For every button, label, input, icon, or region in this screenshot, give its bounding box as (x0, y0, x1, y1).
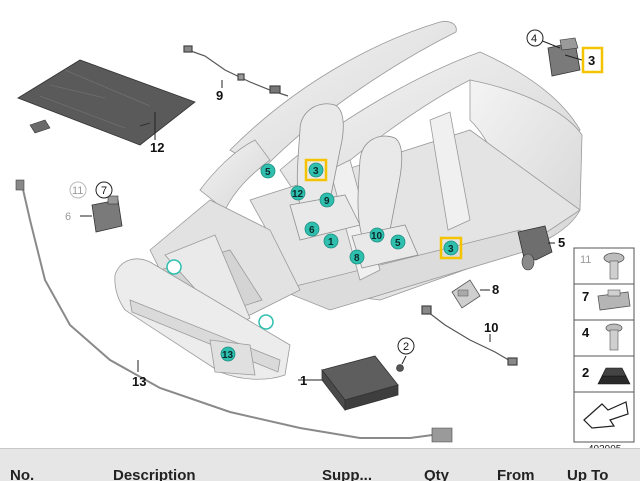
col-up-to[interactable]: Up To (567, 467, 609, 481)
svg-text:13: 13 (222, 350, 234, 361)
legend-4: 4 (582, 325, 590, 340)
part-control-unit-1 (321, 355, 404, 412)
svg-text:10: 10 (371, 231, 383, 242)
callout-3-highlight: 3 (581, 46, 604, 74)
label-9: 9 (216, 88, 223, 103)
marker-empty-a (166, 259, 182, 275)
svg-text:1: 1 (328, 237, 334, 248)
part-wiring-10 (421, 305, 518, 366)
screw-icon-11 (603, 252, 625, 280)
callout-11-circle: 11 (69, 181, 87, 199)
col-supplement[interactable]: Supp... (322, 467, 372, 481)
callout-4-circle: 4 (526, 29, 544, 47)
bolt-icon-4 (605, 323, 623, 351)
part-seat-occupancy-mat (17, 59, 196, 146)
label-12: 12 (150, 140, 164, 155)
label-13: 13 (132, 374, 146, 389)
col-description[interactable]: Description (113, 467, 196, 481)
marker-9: 9 (319, 192, 335, 208)
svg-text:5: 5 (265, 167, 271, 178)
parts-table-header: No. Description Supp... Qty From Up To (0, 448, 640, 481)
marker-8: 8 (349, 249, 365, 265)
label-8: 8 (492, 282, 499, 297)
svg-text:3: 3 (448, 244, 454, 255)
parts-diagram: 12 9 4 3 11 7 6 5 8 10 1 2 13 5 3 12 (15, 21, 635, 448)
svg-text:6: 6 (309, 225, 315, 236)
car-body-shell (149, 21, 583, 329)
part-bracket-8 (451, 279, 481, 309)
svg-text:3: 3 (313, 166, 319, 177)
label-6: 6 (65, 211, 71, 223)
marker-12: 12 (290, 185, 306, 201)
clip-nut-icon-7 (597, 289, 631, 311)
label-2: 2 (403, 341, 409, 353)
col-from[interactable]: From (497, 467, 535, 481)
marker-6: 6 (304, 221, 320, 237)
callout-7-circle: 7 (95, 181, 113, 199)
direction-arrow-icon (583, 401, 629, 429)
col-qty[interactable]: Qty (424, 467, 450, 481)
marker-13: 13 (220, 346, 236, 362)
marker-1: 1 (323, 233, 339, 249)
reference-number: 403905 (588, 444, 622, 448)
svg-text:8: 8 (354, 253, 360, 264)
label-4: 4 (531, 33, 537, 45)
label-11: 11 (72, 185, 83, 197)
label-7: 7 (101, 185, 107, 197)
nut-icon-2 (597, 367, 631, 385)
fastener-legend: 11 7 4 2 (573, 247, 635, 443)
label-5: 5 (558, 235, 565, 250)
label-10: 10 (484, 320, 498, 335)
part-wiring-9 (183, 45, 289, 97)
svg-text:9: 9 (324, 196, 330, 207)
col-no[interactable]: No. (10, 467, 35, 481)
marker-empty-b (258, 314, 274, 330)
legend-7: 7 (582, 289, 589, 304)
label-1: 1 (300, 373, 307, 388)
callout-2-circle: 2 (397, 337, 415, 355)
legend-11: 11 (580, 254, 591, 266)
label-3: 3 (588, 53, 595, 68)
part-sensor-3 (547, 37, 581, 77)
svg-text:12: 12 (292, 189, 304, 200)
legend-2: 2 (582, 365, 589, 380)
svg-text:5: 5 (395, 238, 401, 249)
marker-10: 10 (369, 227, 385, 243)
part-cable-13 (15, 179, 453, 443)
part-sensor-5 (517, 225, 553, 271)
marker-3-a-highlight: 3 (304, 158, 328, 182)
marker-5-b: 5 (390, 234, 406, 250)
marker-5-a: 5 (260, 163, 276, 179)
part-sensor-6 (91, 195, 123, 233)
marker-3-b-highlight: 3 (439, 236, 463, 260)
